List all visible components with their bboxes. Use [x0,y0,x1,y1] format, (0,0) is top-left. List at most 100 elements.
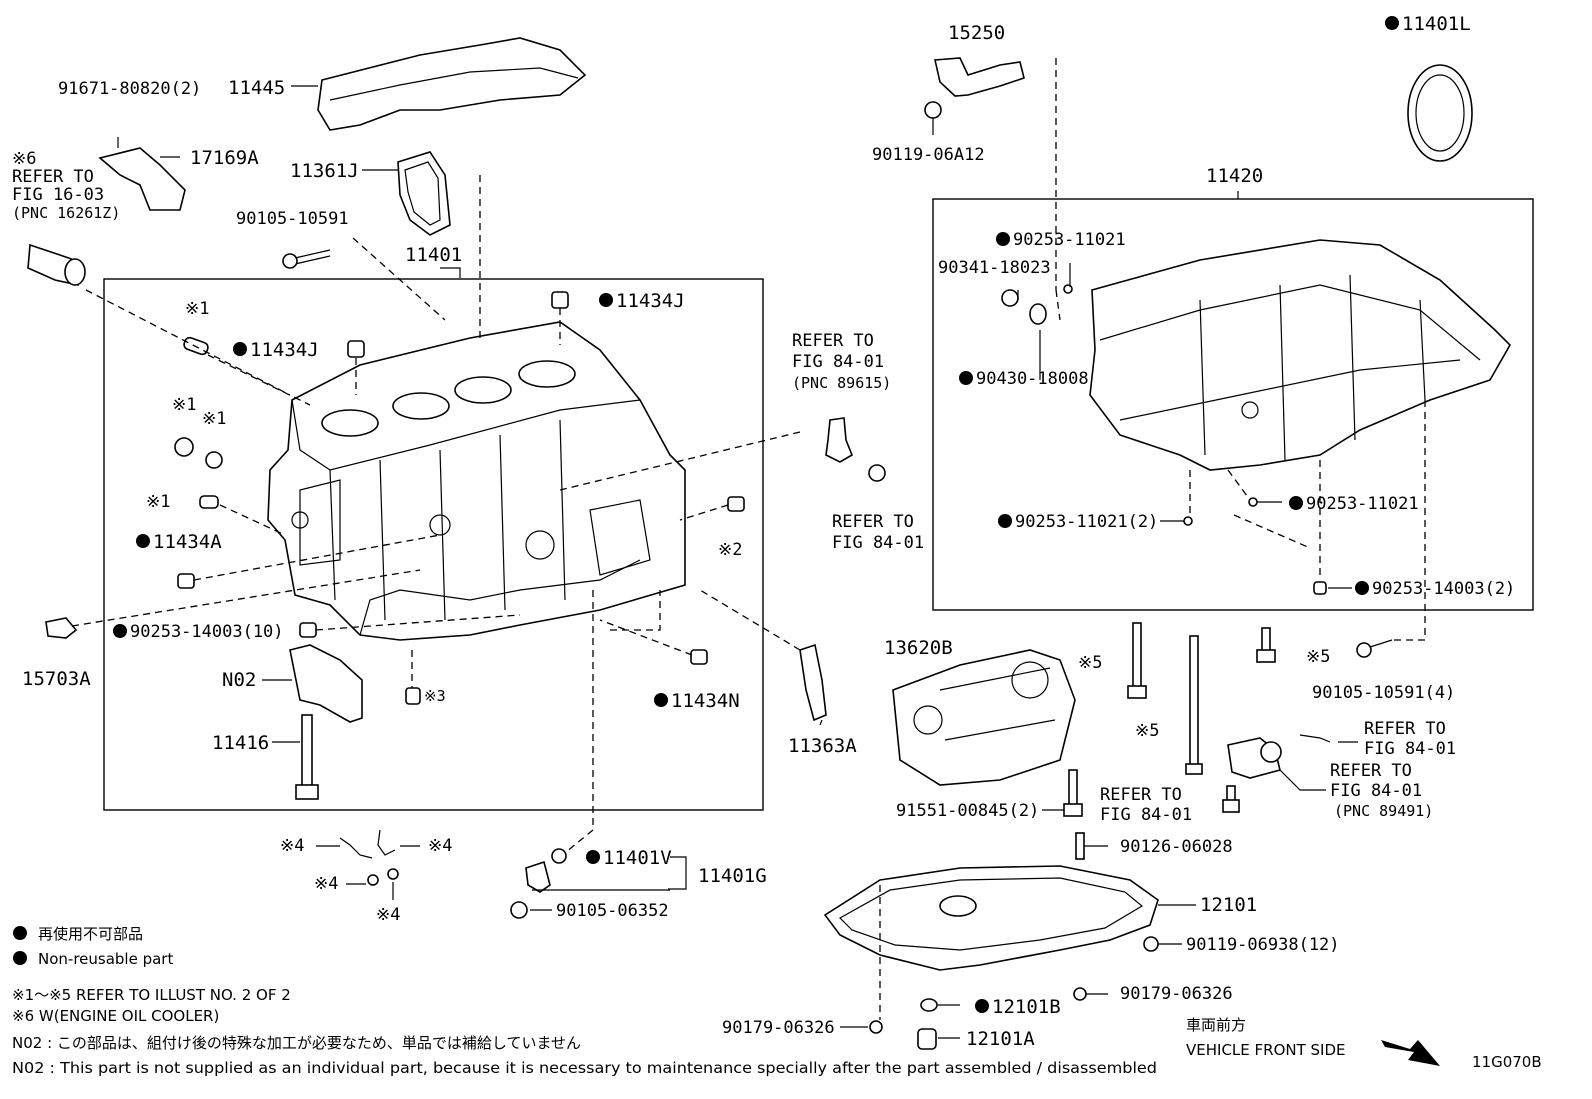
bolt-91551-drawing [1063,769,1083,817]
sensor-89615-drawing [825,417,853,463]
legend-note-x1-x5: ※1～※5 REFER TO ILLUST NO. 2 OF 2 [12,986,291,1004]
crankcase-11420-drawing[interactable] [1089,239,1511,471]
ref84e-line2: FIG 84-01 [1330,781,1422,801]
nonreusable-dot [959,371,973,385]
mark-x1-b: ※1 [172,395,196,415]
label-11434J-top: 11434J [616,290,685,312]
label-15703A: 15703A [22,668,91,690]
label-90119-06938: 90119-06938(12) [1186,935,1340,955]
pin-x2-drawing [727,496,745,512]
bolt-90119-06938-drawing [1143,936,1159,952]
label-91671-80820: 91671-80820(2) [58,79,201,99]
ref16-line2: FIG 16-03 [12,185,104,205]
label-11445: 11445 [228,77,285,99]
leader-lines [117,85,1358,1039]
plug-90253-11021-2-drawing [1183,516,1193,526]
clip-ref84c-drawing [1299,734,1331,743]
vehicle-front-arrow-icon [1381,1040,1440,1066]
label-11434A: 11434A [153,531,222,553]
legend-dot-en [13,951,27,965]
pin-11434J-mid-drawing [347,340,365,358]
label-11361J: 11361J [290,160,359,182]
ref84c-line2: FIG 84-01 [1364,739,1456,759]
oil-pan-12101-drawing[interactable] [823,865,1159,971]
oil-seal-11401L-drawing [1407,64,1473,162]
legend-dot-jp [13,926,27,940]
nonreusable-dot [233,342,247,356]
label-12101A: 12101A [966,1028,1035,1050]
mark-x4-b: ※4 [428,836,452,856]
label-N02: N02 [222,669,256,691]
washer-90179-left-drawing [869,1020,883,1034]
plug-90341-drawing [1001,289,1019,307]
bolt-ref84b-drawing [868,464,886,482]
mark-x2: ※2 [718,540,742,560]
cylinder-block-drawing[interactable] [267,321,686,641]
mark-x1-a: ※1 [185,299,209,319]
gasket-11361J-drawing [397,151,451,236]
label-90119-06A12: 90119-06A12 [872,145,985,165]
label-11416: 11416 [212,732,269,754]
insulator-11445-drawing [317,37,587,131]
bolt-x5-c-drawing [1256,627,1276,663]
label-12101: 12101 [1200,894,1257,916]
label-90430-18008: 90430-18008 [976,369,1089,389]
mark-x5-a: ※5 [1078,653,1102,673]
union-11401G-drawing [525,860,551,893]
clip-x4-right-drawing [377,829,396,856]
legend-note-x6: ※6 W(ENGINE OIL COOLER) [12,1007,219,1025]
legend-n02-en: N02 : This part is not supplied as an in… [12,1059,1157,1077]
label-90105-10591: 90105-10591 [236,209,349,229]
pin-11434A-drawing [177,573,195,589]
label-11434N: 11434N [671,690,740,712]
nonreusable-dot [996,232,1010,246]
mark-x4-c: ※4 [314,874,338,894]
gasket-12101B-drawing [920,998,938,1012]
pin-x1-mid-drawing [199,495,219,509]
ref16-mark: ※6 [12,149,36,169]
label-12101B: 12101B [992,996,1061,1018]
ref84e-line3: (PNC 89491) [1334,802,1433,820]
pin-11434N-drawing [690,649,708,665]
stud-x5-a-drawing [1127,622,1147,699]
bolt-90105-06352-drawing [510,901,528,919]
legend-nonreusable-jp: 再使用不可部品 [38,925,143,943]
hose-11363A-drawing [799,643,827,722]
lower-crankcase-group-box [932,198,1534,611]
ref84d-line2: FIG 84-01 [1100,805,1192,825]
label-90126-06028: 90126-06028 [1120,837,1233,857]
cylinder-block-group-box [103,278,764,811]
nonreusable-dot [586,850,600,864]
label-90179-06326-left: 90179-06326 [722,1018,835,1038]
pin-11434J-top-drawing [551,291,569,309]
mark-x1-d: ※1 [146,492,170,512]
ref84e-line1: REFER TO [1330,761,1412,781]
balance-shaft-13620B-drawing[interactable] [892,649,1076,786]
nonreusable-dot [1385,16,1399,30]
vehicle-front-jp: 車両前方 [1186,1016,1246,1034]
label-11420: 11420 [1206,165,1263,187]
bolt-90105-10591-drawing [282,249,331,269]
ref16-line1: REFER TO [12,167,94,187]
oil-control-valve-15250-drawing [924,57,1025,119]
label-90253-11021-top: 90253-11021 [1013,230,1126,250]
nonreusable-dot [654,693,668,707]
label-11401G: 11401G [698,865,767,887]
washer-x1-drawing [205,451,223,469]
bolt-ref84d-drawing [1222,785,1240,813]
legend-nonreusable-en: Non-reusable part [38,950,173,968]
nonreusable-dot [113,624,127,638]
label-90253-14003-10: 90253-14003(10) [130,622,284,642]
pin-x3-drawing [405,687,421,705]
label-90253-14003-2: 90253-14003(2) [1372,579,1515,599]
label-90253-11021-right: 90253-11021 [1306,494,1419,514]
plug-90253-14003-2-drawing [1313,581,1327,595]
o-ring-11401V-drawing [551,848,567,864]
vehicle-front-en: VEHICLE FRONT SIDE [1186,1041,1346,1059]
nonreusable-dot [1289,496,1303,510]
label-90105-06352: 90105-06352 [556,901,669,921]
label-15250: 15250 [948,22,1005,44]
nonreusable-dot [599,293,613,307]
ref84c-line1: REFER TO [1364,719,1446,739]
